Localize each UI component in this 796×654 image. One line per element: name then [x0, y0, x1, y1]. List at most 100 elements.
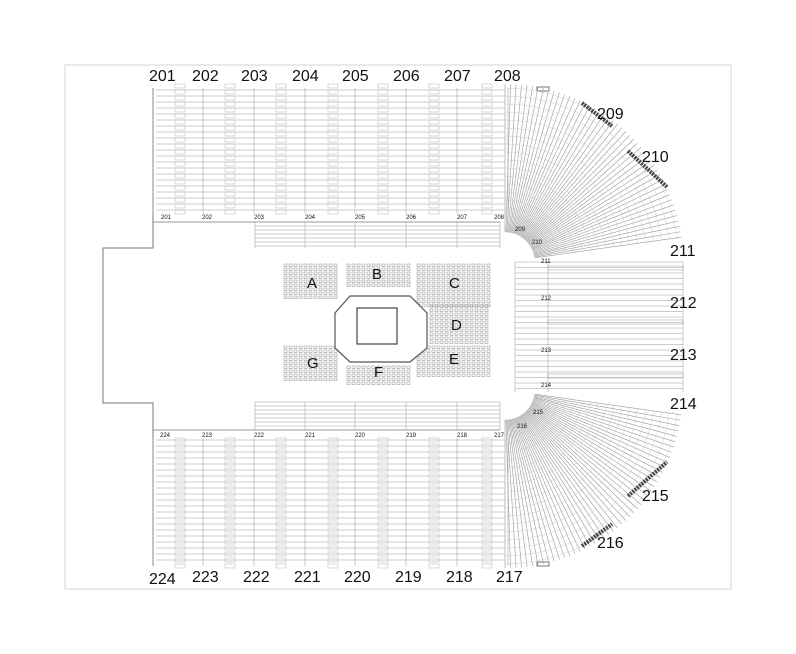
aisle-step [428, 113, 440, 119]
floor-section-e[interactable] [416, 345, 491, 377]
aisle-step [275, 563, 287, 569]
floor-seat [439, 320, 444, 324]
aisle-step [275, 83, 287, 89]
aisle-step [377, 437, 389, 443]
seat-row-line [531, 402, 666, 468]
floor-seat [308, 271, 313, 275]
floor-seat [469, 324, 474, 328]
floor-seat [406, 271, 411, 275]
aisle-step [428, 131, 440, 137]
section-204-label[interactable]: 204 [292, 68, 319, 85]
aisle-step [481, 95, 493, 101]
floor-seat [486, 349, 491, 353]
aisle-step [377, 119, 389, 125]
floor-seat [381, 369, 386, 373]
floor-section-g-label[interactable]: G [307, 355, 319, 372]
right-aisle [547, 319, 684, 325]
floor-seat [401, 279, 406, 283]
floor-section-d[interactable] [429, 304, 489, 344]
floor-section-a[interactable] [283, 263, 338, 299]
aisle-step [174, 107, 186, 113]
section-220-label[interactable]: 220 [344, 569, 371, 586]
section-216-label[interactable]: 216 [597, 535, 624, 552]
floor-seat [426, 283, 431, 287]
section-206-label[interactable]: 206 [393, 68, 420, 85]
floor-seat [318, 357, 323, 361]
section-221-label[interactable]: 221 [294, 569, 321, 586]
floor-seat [293, 267, 298, 271]
floor-section-d-label[interactable]: D [451, 317, 462, 334]
section-222-label[interactable]: 222 [243, 569, 270, 586]
seat-row-line [521, 114, 605, 238]
floor-section-b-label[interactable]: B [372, 266, 382, 283]
floor-seat [323, 267, 328, 271]
floor-seat [436, 267, 441, 271]
floor-section-g[interactable] [283, 345, 338, 381]
floor-seat [466, 291, 471, 295]
floor-section-f-label[interactable]: F [374, 364, 383, 381]
section-219-label[interactable]: 219 [395, 569, 422, 586]
floor-seat [308, 353, 313, 357]
section-207-label[interactable]: 207 [444, 68, 471, 85]
floor-seat [356, 283, 361, 287]
floor-section-b[interactable] [346, 263, 411, 287]
floor-section-c-label[interactable]: C [449, 275, 460, 292]
floor-section-f[interactable] [346, 365, 411, 385]
floor-seat [328, 357, 333, 361]
section-203-label[interactable]: 203 [241, 68, 268, 85]
section-224-label[interactable]: 224 [149, 571, 176, 588]
fan-arc [504, 119, 646, 243]
section-213-label[interactable]: 213 [670, 347, 697, 364]
floor-seat [386, 267, 391, 271]
aisle-step [224, 485, 236, 491]
section-218-label[interactable]: 218 [446, 569, 473, 586]
floor-seat [376, 377, 381, 381]
aisle-step [428, 101, 440, 107]
floor-seat [318, 279, 323, 283]
aisle-step [428, 149, 440, 155]
floor-seat [366, 263, 371, 267]
floor-seat [461, 357, 466, 361]
aisle-step [224, 89, 236, 95]
section-212-label[interactable]: 212 [670, 295, 697, 312]
section-217-label[interactable]: 217 [496, 569, 523, 586]
venue-outline [102, 88, 154, 566]
aisle-step [428, 167, 440, 173]
floor-seat [346, 271, 351, 275]
floor-seat [361, 271, 366, 275]
section-223-label[interactable]: 223 [192, 569, 219, 586]
seat-row-line [517, 417, 581, 552]
floor-seat [396, 381, 401, 385]
floor-seat [386, 263, 391, 267]
section-202-label[interactable]: 202 [192, 68, 219, 85]
floor-seat [471, 357, 476, 361]
floor-seat [351, 271, 356, 275]
section-210-label[interactable]: 210 [642, 149, 669, 166]
aisle-step [428, 545, 440, 551]
seat-row-line [522, 120, 614, 239]
aisle-step [377, 167, 389, 173]
floor-seat [323, 275, 328, 279]
section-215-label[interactable]: 215 [642, 488, 669, 505]
floor-seat [456, 291, 461, 295]
aisle-step [224, 461, 236, 467]
floor-seat [421, 275, 426, 279]
section-211-label[interactable]: 211 [670, 243, 696, 260]
section-205-label[interactable]: 205 [342, 68, 369, 85]
floor-section-e-label[interactable]: E [449, 351, 459, 368]
inner-label-211: 211 [541, 259, 551, 265]
floor-seat [444, 328, 449, 332]
floor-seat [446, 353, 451, 357]
floor-seat [313, 353, 318, 357]
section-208-label[interactable]: 208 [494, 68, 521, 85]
section-214-label[interactable]: 214 [670, 396, 697, 413]
seat-row-line [532, 189, 668, 251]
section-201-label[interactable]: 201 [149, 68, 176, 85]
floor-section-a-label[interactable]: A [307, 275, 317, 292]
floor-seat [406, 283, 411, 287]
section-209-label[interactable]: 209 [597, 106, 624, 123]
aisle-step [377, 95, 389, 101]
floor-seat [421, 365, 426, 369]
floor-seat [471, 349, 476, 353]
floor-seat [436, 283, 441, 287]
